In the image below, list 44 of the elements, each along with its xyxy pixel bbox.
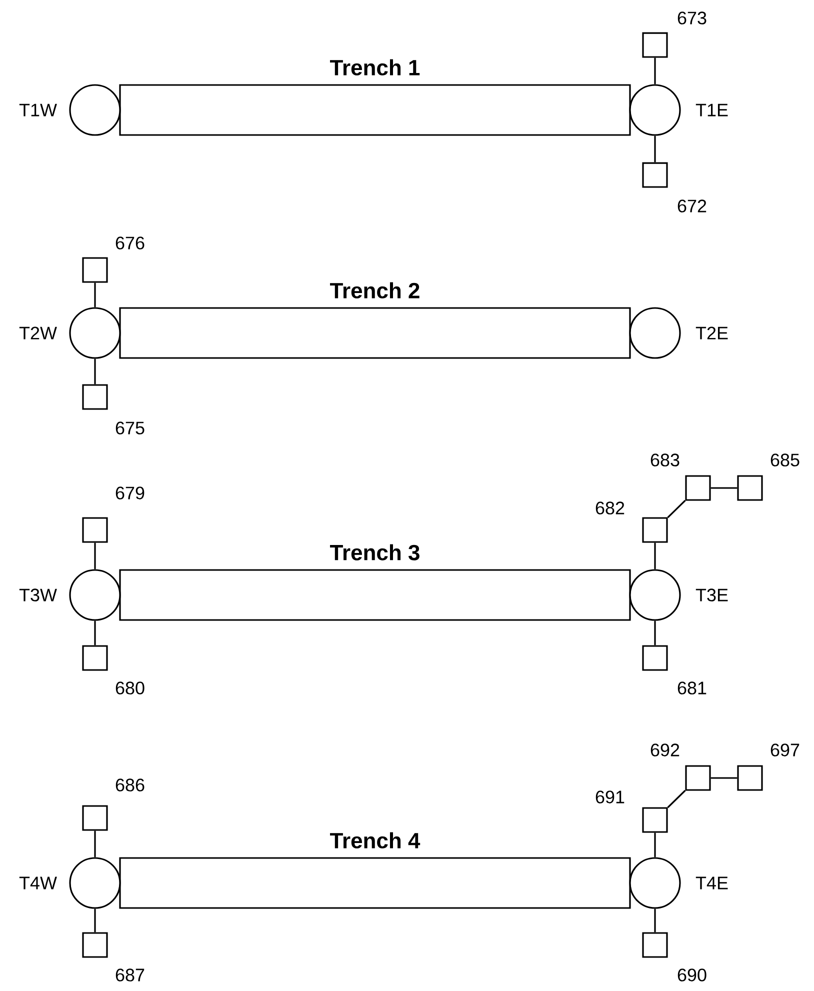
node-label: 680	[116, 682, 144, 694]
node-label: T2W	[19, 326, 57, 340]
connector-line	[94, 358, 96, 384]
trench-title: Trench 1	[330, 59, 420, 76]
connector-line	[654, 58, 656, 84]
node-label: 683	[650, 454, 680, 466]
node-label: T3E	[696, 588, 728, 602]
node-label: T3W	[19, 588, 57, 602]
trench-title: Trench 2	[330, 282, 420, 298]
connector-line	[94, 620, 96, 646]
connector-line	[94, 830, 96, 858]
connector-line	[654, 908, 656, 932]
connector-line	[94, 282, 96, 308]
node-label: 673	[678, 12, 706, 24]
connector-line	[654, 542, 656, 570]
node-label: 679	[116, 486, 144, 500]
node-label: 686	[116, 778, 144, 792]
node-label: T1W	[19, 104, 57, 116]
node-label: 685	[770, 454, 800, 466]
node-label: T4W	[19, 876, 57, 890]
connector-line	[667, 500, 686, 518]
connector-line	[94, 908, 96, 932]
node-label: 697	[770, 744, 800, 756]
node-label: T2E	[696, 326, 728, 340]
node-label: 687	[116, 968, 144, 982]
connector-line	[654, 832, 656, 858]
trench-title: Trench 3	[330, 544, 420, 560]
node-label: 692	[650, 744, 680, 756]
connector-line	[667, 790, 686, 808]
node-label: 676	[116, 236, 144, 250]
node-label: 681	[678, 682, 706, 694]
connector-line	[654, 620, 656, 646]
trench-title: Trench 4	[330, 832, 420, 848]
node-label: T1E	[696, 104, 728, 116]
connector-line	[94, 542, 96, 570]
node-label: 682	[596, 502, 624, 514]
node-label: 672	[678, 200, 706, 212]
node-label: 691	[596, 790, 624, 804]
connector-line	[654, 136, 656, 162]
connector-line	[710, 487, 738, 489]
connector-line	[710, 777, 738, 779]
node-label: 675	[116, 422, 144, 434]
node-label: 690	[678, 968, 706, 982]
node-label: T4E	[696, 876, 728, 890]
